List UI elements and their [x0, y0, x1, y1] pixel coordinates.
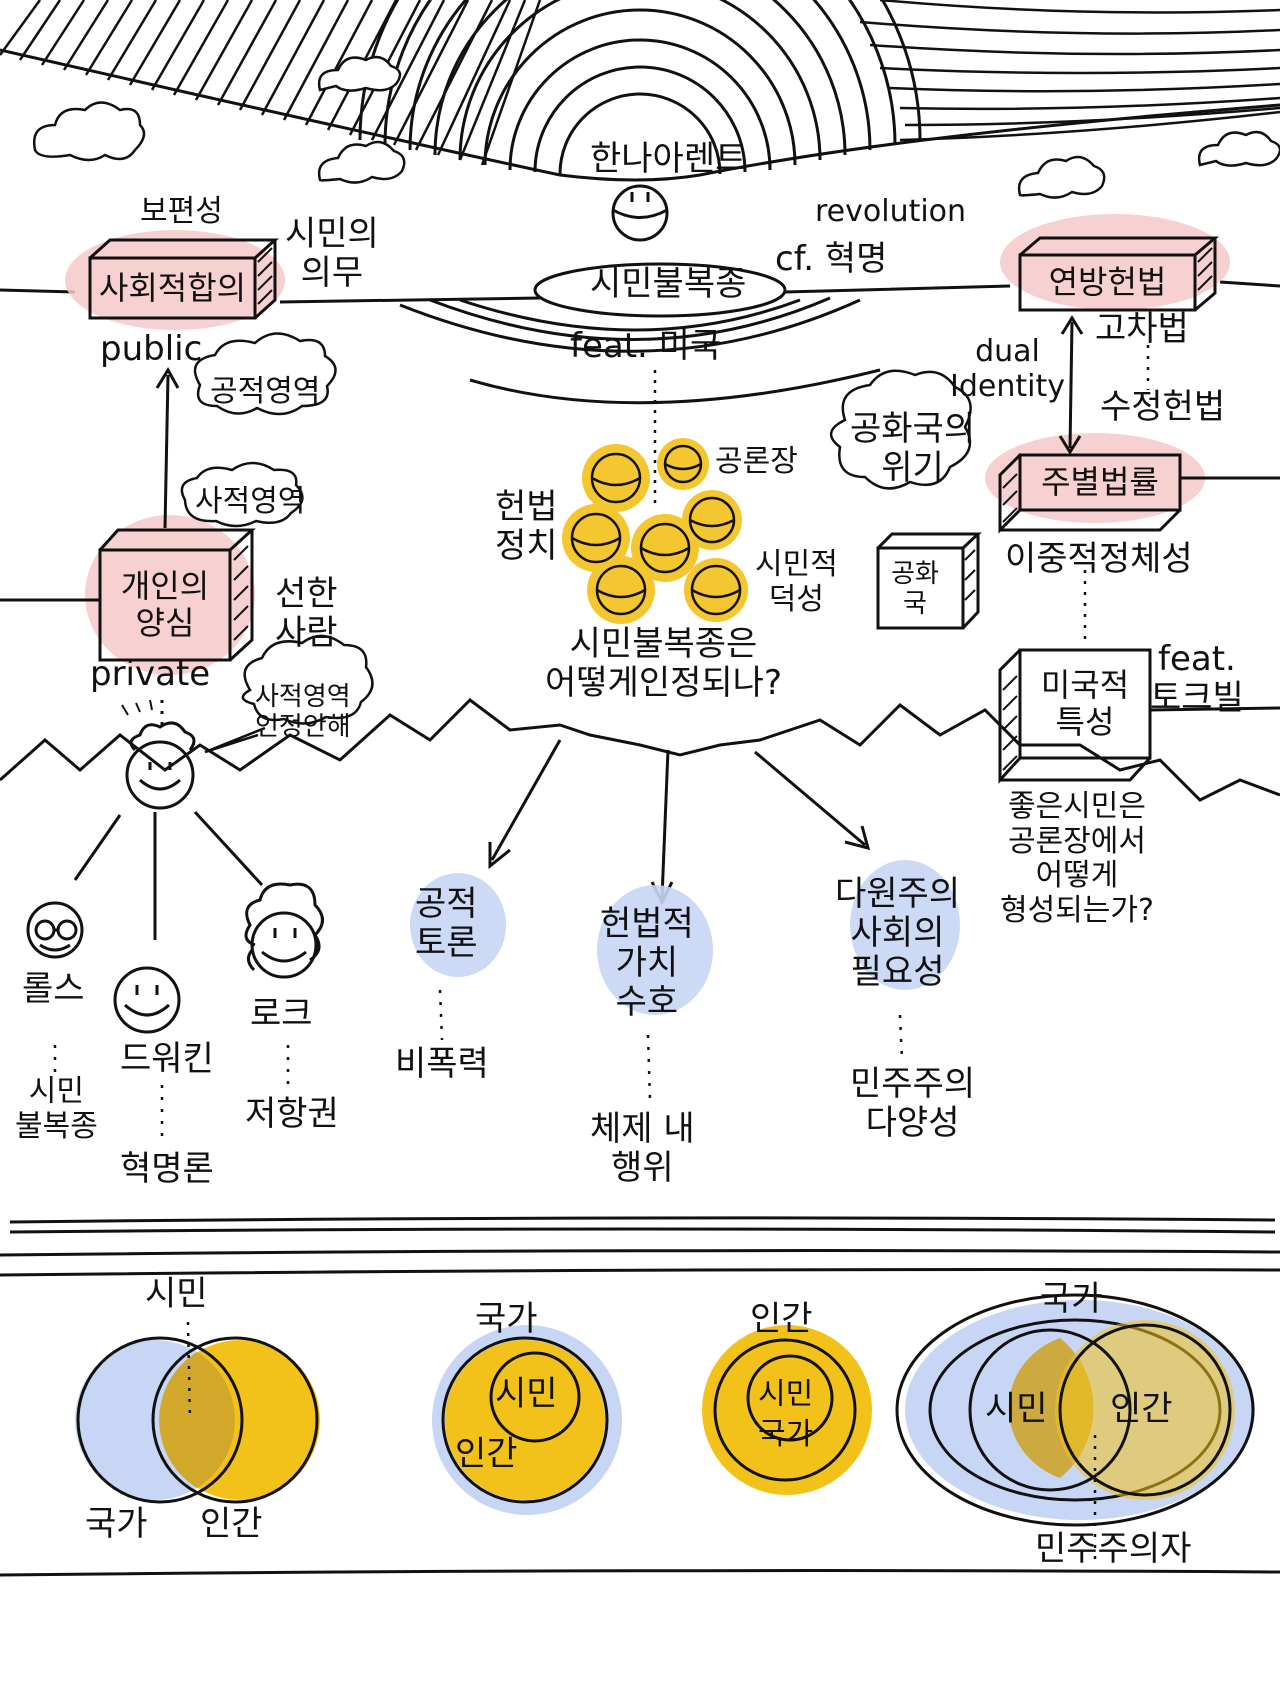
question-label: 시민불복종은 어떻게인정되나?	[545, 624, 783, 704]
public-forum-label: 공론장	[715, 444, 798, 479]
civic-duty-label: 시민의 의무	[285, 214, 379, 294]
venn-2	[432, 1325, 622, 1515]
venn1-left-label: 국가	[85, 1504, 148, 1544]
public-label: public	[100, 329, 203, 369]
blue-branch-highlights	[410, 860, 960, 1015]
conscience-box	[98, 528, 256, 662]
question-branch-arrows	[488, 739, 871, 906]
venn-4	[895, 1293, 1255, 1560]
private-to-public-arrow	[155, 367, 180, 529]
rawls-label: 롤스	[22, 969, 85, 1009]
locke-label: 로크	[250, 994, 313, 1034]
private-sphere-label: 사적영역	[195, 484, 306, 519]
public-sphere-label: 공적영역	[210, 374, 321, 409]
horizon-line	[0, 48, 1280, 182]
dual-identity-ko-label: 이중적정체성	[1005, 539, 1193, 579]
sunset-arcs	[358, 0, 922, 175]
dworkin-sub-label: 혁명론	[120, 1149, 214, 1189]
sky-stripes-right	[859, 0, 1280, 142]
venn4-bottom-label: 민주주의자	[1035, 1529, 1192, 1569]
higher-law-label: 고차법	[1095, 309, 1189, 349]
constitutional-values-label: 헌법적 가치 수호	[600, 904, 694, 1023]
dual-arrow	[1058, 315, 1084, 455]
revolution-label: revolution	[815, 194, 967, 229]
democratic-diversity-label: 민주주의 다양성	[850, 1064, 976, 1144]
social-contract-box	[88, 238, 279, 320]
civic-virtue-label: 시민적 덕성	[755, 547, 838, 617]
state-law-label: 주별법률	[1041, 463, 1159, 502]
venn3-middle-label: 국가	[758, 1417, 814, 1452]
public-debate-label: 공적 토론	[415, 884, 478, 964]
private-not-recognized-label: 사적영역 인정안해	[255, 682, 351, 742]
state-law-box	[998, 453, 1182, 534]
venn-3	[702, 1325, 872, 1495]
pluralism-need-label: 다원주의 사회의 필요성	[835, 874, 961, 993]
venn3-inner-label: 시민	[758, 1377, 814, 1412]
good-person-label: 선한 사람	[275, 574, 338, 654]
good-citizen-question-label: 좋은시민은 공론장에서 어떻게 형성되는가?	[1000, 789, 1154, 928]
dworkin-label: 드워킨	[120, 1039, 214, 1079]
federal-constitution-box	[1018, 236, 1220, 312]
arendt-figure	[611, 184, 669, 242]
republic-cube	[876, 532, 982, 630]
private-label: private	[90, 654, 211, 694]
venn4-top-label: 국가	[1040, 1279, 1103, 1319]
amendment-label: 수정헌법	[1100, 387, 1226, 427]
mountain-ridge	[0, 698, 1280, 802]
venn2-inner-label: 시민	[495, 1374, 558, 1414]
republic-label: 공화국	[891, 559, 939, 619]
branch-dotted-lines	[53, 989, 904, 1140]
sky-stripes-left	[0, 0, 542, 166]
central-person	[73, 699, 264, 940]
universality-label: 보편성	[140, 194, 223, 229]
constitutional-politics-label: 헌법 정치	[495, 487, 558, 567]
cf-revolution-label: cf. 혁명	[775, 239, 888, 279]
section-separator	[0, 1216, 1280, 1277]
social-contract-label: 사회적합의	[98, 268, 247, 307]
venn1-top-label: 시민	[145, 1274, 208, 1314]
venn4-left-label: 시민	[985, 1389, 1048, 1429]
federal-constitution-label: 연방헌법	[1048, 263, 1167, 302]
arendt-label: 한나아렌트	[590, 139, 747, 179]
left-axis-line	[0, 288, 541, 304]
within-system-label: 체제 내 행위	[590, 1109, 695, 1189]
civil-disobedience-label: 시민불복종	[590, 264, 747, 304]
speech-bubbles	[180, 332, 972, 754]
citizen-faces-cluster	[562, 438, 748, 624]
locke-sub-label: 저항권	[245, 1094, 339, 1134]
rawls-face	[26, 901, 84, 959]
rawls-sub-label: 시민 불복종	[15, 1074, 98, 1144]
dual-identity-label: dual Identity	[950, 334, 1065, 404]
conscience-label: 개인의 양심	[120, 567, 210, 642]
right-axis-line-low	[1149, 706, 1280, 712]
venn-1	[75, 1321, 320, 1504]
bottom-line	[0, 1569, 1280, 1577]
venn4-right-label: 인간	[1110, 1389, 1173, 1429]
civil-disobedience-arcs	[399, 262, 881, 405]
cloud-decor	[32, 55, 1280, 199]
nonviolence-label: 비폭력	[395, 1044, 489, 1084]
right-axis-line-top	[784, 280, 1280, 294]
venn2-middle-label: 인간	[455, 1434, 518, 1474]
venn2-top-label: 국가	[475, 1299, 538, 1339]
venn1-right-label: 인간	[200, 1504, 263, 1544]
american-traits-label: 미국적 특성	[1040, 666, 1130, 741]
locke-face	[244, 882, 324, 979]
dworkin-face	[113, 966, 181, 1034]
venn3-top-label: 인간	[750, 1299, 813, 1339]
feat-usa-label: feat. 미국	[570, 326, 722, 366]
feat-tocqueville-label: feat. 토크빌	[1150, 639, 1244, 719]
republic-crisis-label: 공화국의 위기	[850, 409, 976, 489]
